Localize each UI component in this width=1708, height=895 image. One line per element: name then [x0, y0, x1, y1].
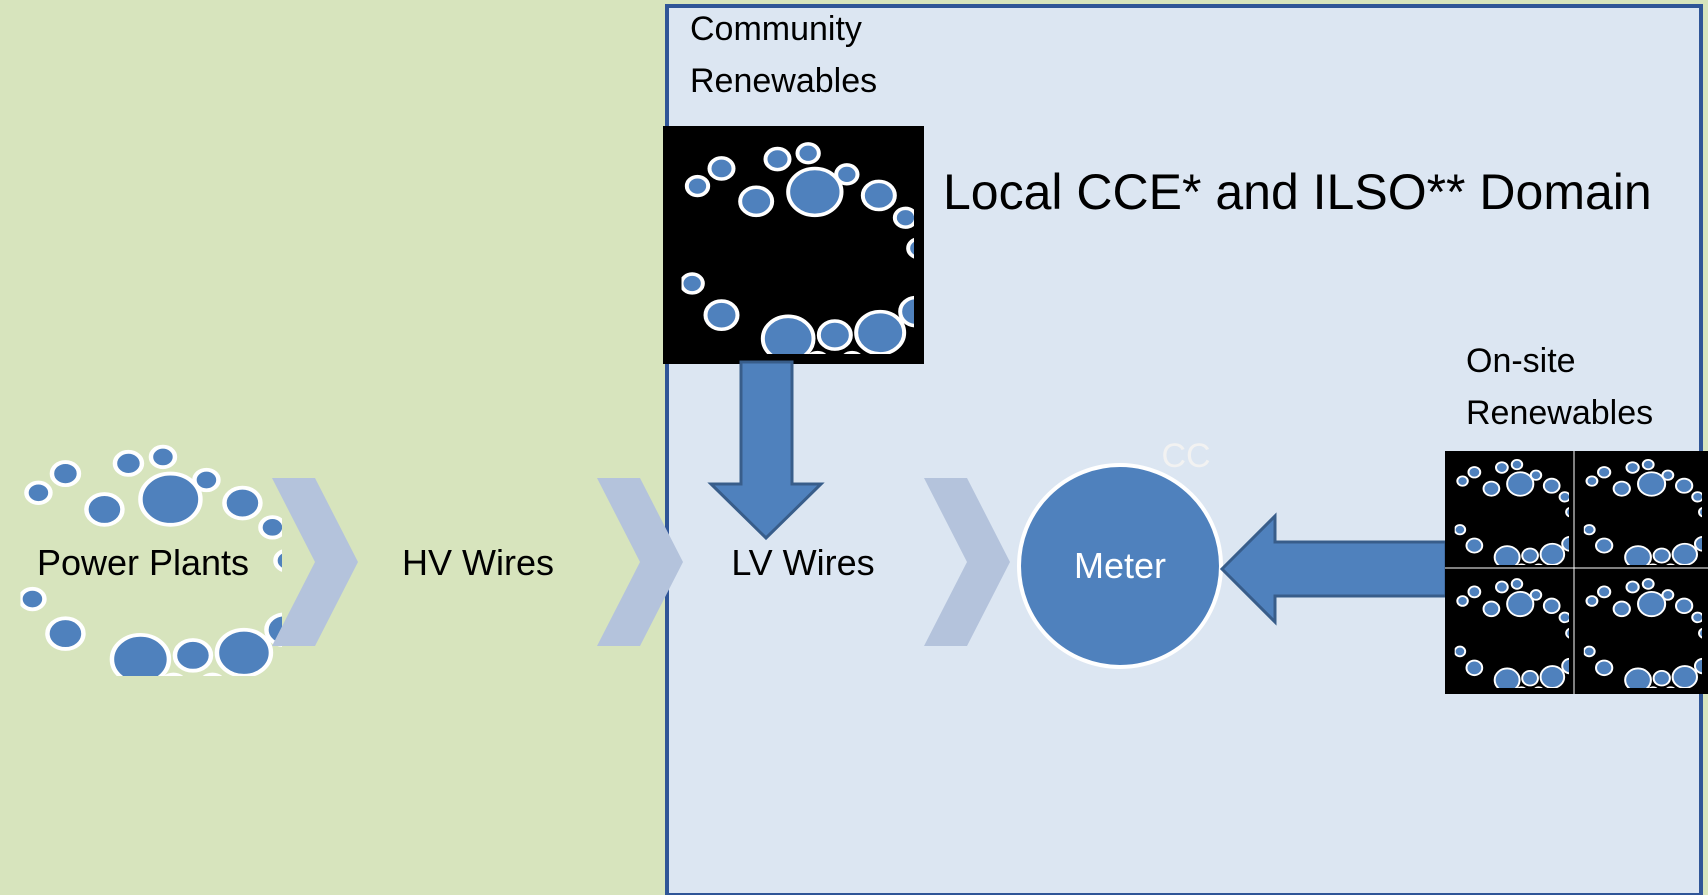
hv-wires-label: HV Wires: [402, 542, 554, 583]
chevron-arrow-2: [597, 478, 683, 646]
onsite-renewables-panel: [1445, 451, 1708, 694]
onsite-label-line2: Renewables: [1466, 394, 1653, 432]
power-plants-node: Power Plants: [20, 447, 302, 695]
community-label-line1: Community: [690, 10, 862, 48]
chevron-arrow-3: [924, 478, 1010, 646]
community-to-lv-arrow: [707, 360, 825, 541]
lv-wires-label: LV Wires: [731, 542, 874, 583]
community-label-line2: Renewables: [690, 62, 877, 100]
meter-label: Meter: [1074, 545, 1166, 586]
community-renewables-panel: [663, 126, 924, 364]
power-plants-label: Power Plants: [37, 542, 249, 583]
meter-node: Meter CC: [1017, 437, 1223, 669]
onsite-label-line1: On-site: [1466, 342, 1576, 380]
meter-tag: CC: [1161, 437, 1210, 475]
community-renewables-label: Community Renewables: [690, 10, 877, 100]
onsite-to-meter-arrow: [1219, 512, 1448, 626]
meter-circle: [1017, 463, 1223, 669]
onsite-renewables-label: On-site Renewables: [1466, 342, 1653, 432]
domain-title: Local CCE* and ILSO** Domain: [943, 164, 1652, 220]
chevron-arrow-1: [272, 478, 358, 646]
